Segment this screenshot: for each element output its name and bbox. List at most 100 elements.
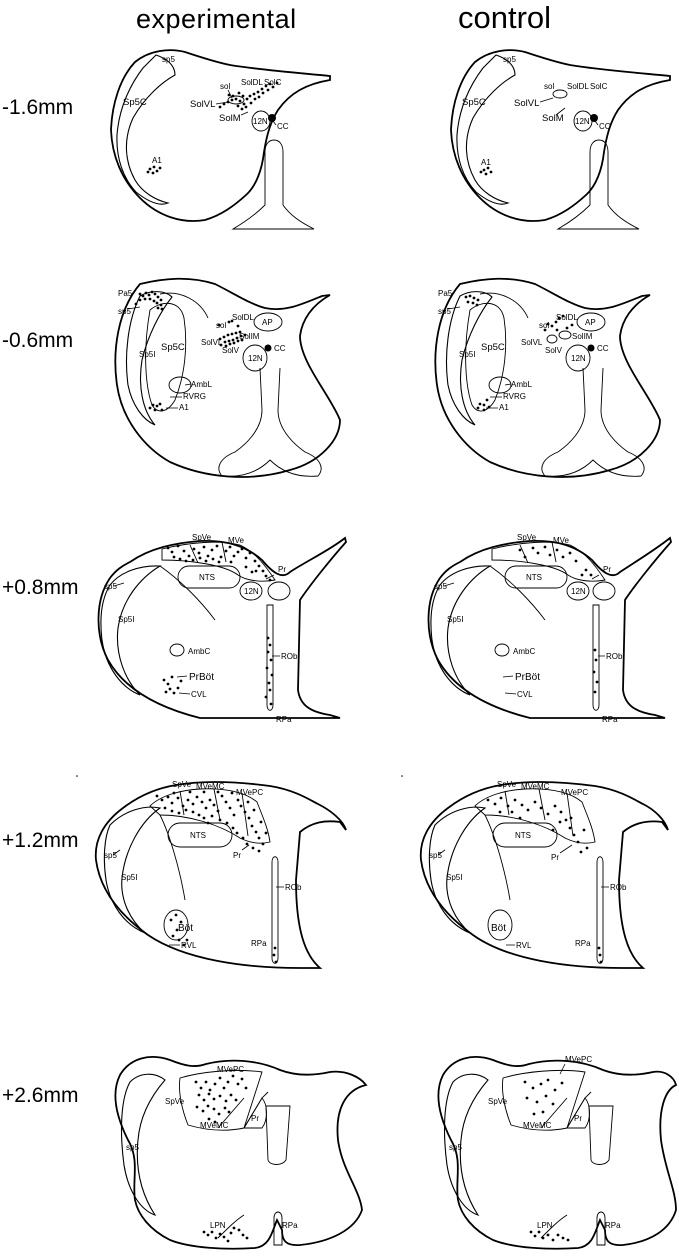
section2-exp-label-sp5c: Sp5C (161, 342, 185, 353)
section5-exp-cells-dot (236, 1082, 240, 1086)
section4-exp-cells-dot (239, 804, 243, 808)
section3-ctl-sp5i-line (489, 565, 546, 621)
section2-exp-cells-dot (218, 337, 222, 341)
section4-exp-cells-dot (174, 913, 178, 917)
section3-ctl-cells-dot (536, 551, 540, 555)
section1-ctl-cells-dot (479, 170, 483, 174)
section2-exp-cells-dot (151, 403, 155, 407)
section3-exp-cells-dot (264, 695, 268, 699)
section5-exp-cells-dot (199, 1086, 203, 1090)
section2-ctl-cells-dot (485, 398, 489, 402)
section5-exp-canal (265, 1105, 291, 1165)
section1-exp-leaders (215, 89, 277, 126)
section1-exp-label-soldl: SolDL (241, 78, 263, 87)
section3-exp-cells-dot (166, 546, 170, 550)
section5-ctl-cells (523, 1078, 570, 1242)
section2-ctl-label-sp5: sp5 (438, 307, 451, 316)
section5-exp-cells-dot (210, 1230, 214, 1234)
section5-ctl-label-sp5: sp5 (449, 1143, 462, 1152)
section2-ctl-label-solvl: SolVL (521, 338, 543, 347)
section1-ctl-cc-canal (556, 139, 640, 230)
section1-exp-label-sol: sol (220, 82, 230, 91)
section3-ctl-12n-right (592, 581, 616, 601)
section2-ctl-cells-dot (482, 403, 486, 407)
section4-exp-bot (163, 909, 189, 941)
section3-exp-cells-dot (268, 578, 272, 582)
section3-exp-cells-dot (204, 559, 208, 563)
section3-ctl-cells-dot (568, 551, 572, 555)
section2-exp-cells-dot (240, 338, 244, 342)
section4-exp-cells-dot (235, 831, 239, 835)
section2-ctl-cells-dot (476, 298, 480, 302)
section1-ctl-cells (479, 166, 493, 176)
section4-ctl-sp5-tract (428, 806, 487, 934)
section4-ctl-label-pr: Pr (551, 853, 559, 862)
section2-exp-cells-dot (156, 295, 160, 299)
section2-exp-outline (114, 277, 341, 478)
section1-exp-cells-dot (271, 85, 275, 89)
section1-exp-cc-canal (231, 139, 315, 230)
section1-exp-cells-dot (231, 94, 235, 98)
section4-ctl-cells-dot (568, 826, 572, 830)
section3-ctl-cells-dot (593, 648, 597, 652)
section5-ctl-cells-dot (525, 1096, 529, 1100)
section5-ctl-cells-dot (532, 1112, 536, 1116)
section3-ctl-label-sp5: sp5 (434, 582, 447, 591)
section2-exp-12n (242, 344, 268, 372)
section2-exp-cells-dot (148, 406, 152, 410)
section3-exp-cells-dot (182, 549, 186, 553)
section2-ctl-cells-dot (472, 296, 476, 300)
section3-exp-cells-dot (172, 691, 176, 695)
section2-exp-cells-dot (219, 343, 223, 347)
section3-ctl-cells (518, 545, 599, 694)
section3-exp-cells-dot (269, 702, 273, 706)
section3-exp-cells-dot (268, 688, 272, 692)
section1-ctl-cc-dot (590, 114, 598, 122)
section2-exp-cells-dot (150, 290, 154, 294)
section4-exp-cells-dot (170, 809, 174, 813)
section3-ctl-label-cvl: CVL (517, 690, 533, 699)
section2-ctl-cells-dot (464, 295, 468, 299)
section3-ctl-mve-region (491, 541, 606, 582)
section1-exp-cells-dot (234, 97, 238, 101)
section4-exp-cells-dot (212, 803, 216, 807)
section1-ctl-label-sol: sol (544, 82, 554, 91)
section5-exp-cells-dot (206, 1104, 210, 1108)
section3-exp-canal (266, 604, 274, 711)
section2-ctl-label-sp5c: Sp5C (481, 342, 505, 353)
section2-ctl-cells-dot (554, 320, 558, 324)
section2-exp-label-a1: A1 (179, 403, 189, 412)
section5-exp-cells-dot (234, 1098, 238, 1102)
section4-exp-label-rvl: RVL (181, 941, 197, 950)
section2-exp-cells-dot (228, 342, 232, 346)
section4-exp-cells-dot (254, 830, 258, 834)
section4-ctl-cells-dot (564, 818, 568, 822)
section4-exp-label-rpa: RPa (251, 939, 267, 948)
section4-exp-cells-dot (172, 791, 176, 795)
section4-ctl-label-rpa: RPa (575, 939, 591, 948)
section3-exp-cells-dot (192, 547, 196, 551)
section4-exp-cells-dot (188, 790, 192, 794)
section3-exp-cells-dot (229, 560, 233, 564)
section2-exp-label-sol: sol (216, 321, 226, 330)
section4-ctl-label-mvepc: MVePC (561, 788, 588, 797)
section5-exp-cells-dot (227, 1110, 231, 1114)
section1-exp-cells-dot (230, 98, 234, 102)
section3-ctl-nts (504, 565, 568, 589)
section2-control: Pa5 sp5 Sp5I Sp5C SolDL AP sol SolIM Sol… (434, 277, 661, 478)
section5-ctl-label-spve: SpVe (488, 1097, 508, 1106)
section2-experimental: Pa5 sp5 Sp5I Sp5C SolDL AP sol SolIM Sol… (114, 277, 341, 478)
section4-ctl-label-nts: NTS (515, 831, 531, 840)
section3-ctl-label-ambc: AmbC (513, 647, 535, 656)
section2-exp-label-cc: CC (274, 344, 286, 353)
section4-ctl-cells-dot (506, 804, 510, 808)
section4-ctl-cells-dot (520, 803, 524, 807)
section4-exp-label-bot: Böt (178, 923, 193, 934)
section4-ctl-cells-dot (493, 802, 497, 806)
section3-ctl-cells-dot (594, 658, 598, 662)
section5-exp-cells-dot (197, 1093, 201, 1097)
section2-ctl-solim (558, 330, 572, 340)
section3-exp-cells-dot (244, 565, 248, 569)
section3-ctl-label-spve: SpVe (517, 533, 537, 542)
section2-ctl-sp5c-line (479, 292, 529, 319)
